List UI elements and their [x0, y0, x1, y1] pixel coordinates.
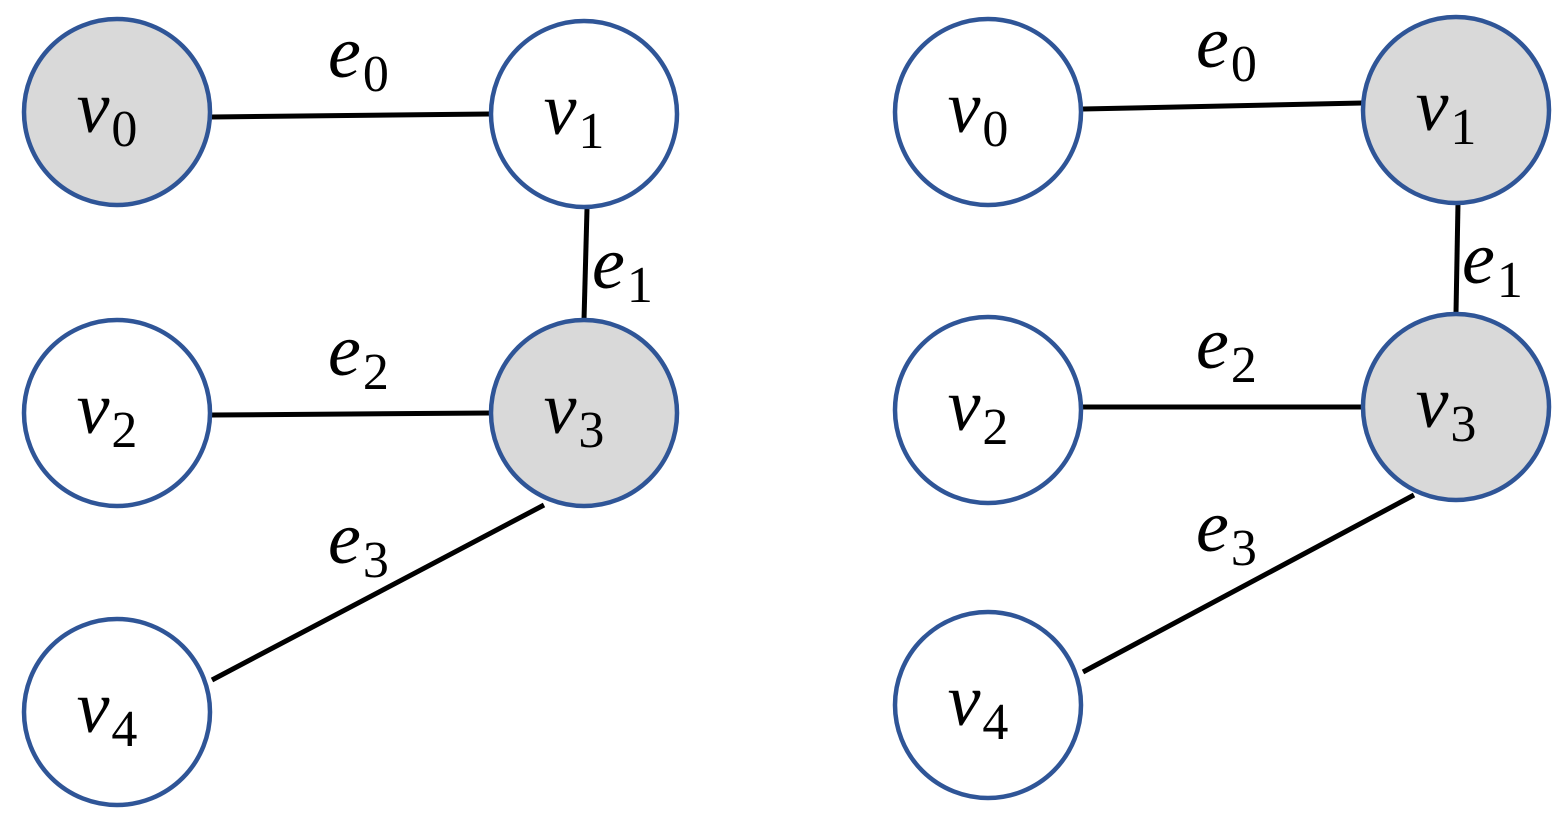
edge-label-e3-letter: e: [328, 498, 361, 580]
node-label-v3-subscript: 3: [1450, 396, 1476, 453]
node-label-v4: v4: [77, 667, 138, 758]
edge-line-e0: [1082, 100, 1363, 112]
edge-label-e3-subscript: 3: [363, 532, 389, 589]
node-label-v1: v1: [1416, 65, 1477, 156]
node-label-v2-subscript: 2: [111, 402, 137, 459]
node-v1: v1: [488, 18, 680, 210]
node-circle-v4: [21, 616, 213, 808]
edge-line-e3: [210, 502, 546, 683]
node-circle-v2: [892, 314, 1084, 506]
node-label-v3-letter: v: [544, 368, 577, 450]
edge-label-e1: e1: [592, 223, 653, 314]
edge-line-e1: [581, 208, 590, 321]
edge-e3: e3: [1081, 486, 1416, 675]
edge-line-e2: [211, 410, 491, 418]
node-label-v1-letter: v: [544, 69, 577, 151]
edge-label-e0: e0: [1196, 2, 1257, 93]
edge-e1: e1: [1453, 202, 1523, 314]
node-label-v2-letter: v: [77, 368, 110, 450]
edge-label-e1-letter: e: [592, 223, 625, 305]
edge-label-e1: e1: [1462, 218, 1523, 309]
edge-label-e2-subscript: 2: [1231, 337, 1257, 394]
edge-label-e0-subscript: 0: [1231, 36, 1257, 93]
node-label-v3: v3: [1416, 362, 1477, 453]
node-label-v4-letter: v: [948, 660, 981, 742]
edge-label-e3-subscript: 3: [1231, 520, 1257, 577]
node-label-v0: v0: [77, 67, 138, 158]
edge-label-e0-subscript: 0: [363, 46, 389, 103]
node-v1: v1: [1360, 14, 1552, 206]
node-label-v4-subscript: 4: [111, 701, 137, 758]
node-label-v2-subscript: 2: [982, 399, 1008, 456]
node-label-v4: v4: [948, 660, 1009, 751]
edge-e2: e2: [211, 310, 491, 418]
node-v0: v0: [892, 16, 1084, 208]
edge-label-e0-letter: e: [1196, 2, 1229, 84]
node-label-v0-letter: v: [77, 67, 110, 149]
node-label-v3: v3: [544, 368, 605, 459]
node-label-v1-subscript: 1: [1450, 99, 1476, 156]
edge-label-e3: e3: [328, 498, 389, 589]
edge-label-e0: e0: [328, 12, 389, 103]
node-label-v1-letter: v: [1416, 65, 1449, 147]
node-v3: v3: [488, 317, 680, 509]
node-circle-v0: [892, 16, 1084, 208]
node-label-v4-subscript: 4: [982, 694, 1008, 751]
node-circle-v0: [21, 16, 213, 208]
node-label-v4-letter: v: [77, 667, 110, 749]
node-v2: v2: [892, 314, 1084, 506]
edge-label-e2-letter: e: [328, 310, 361, 392]
edge-label-e2-subscript: 2: [363, 344, 389, 401]
edge-e0: e0: [211, 12, 491, 120]
edge-label-e3: e3: [1196, 486, 1257, 577]
edge-label-e1-letter: e: [1462, 218, 1495, 300]
edge-line-e1: [1453, 202, 1461, 314]
node-circle-v1: [488, 18, 680, 210]
edge-e1: e1: [581, 208, 653, 321]
edge-line-e0: [211, 111, 491, 120]
node-circle-v3: [488, 317, 680, 509]
node-v0: v0: [21, 16, 213, 208]
node-label-v3-subscript: 3: [578, 402, 604, 459]
node-v3: v3: [1360, 311, 1552, 503]
node-circle-v2: [21, 317, 213, 509]
edge-label-e1-subscript: 1: [627, 257, 653, 314]
edge-line-e3: [1081, 492, 1416, 675]
node-label-v1-subscript: 1: [578, 103, 604, 160]
edge-label-e2: e2: [328, 310, 389, 401]
node-label-v0-letter: v: [948, 67, 981, 149]
edge-e3: e3: [210, 498, 546, 683]
node-label-v0-subscript: 0: [111, 101, 137, 158]
edge-label-e0-letter: e: [328, 12, 361, 94]
node-label-v2: v2: [77, 368, 138, 459]
node-label-v3-letter: v: [1416, 362, 1449, 444]
node-circle-v3: [1360, 311, 1552, 503]
node-label-v2-letter: v: [948, 365, 981, 447]
edge-label-e2-letter: e: [1196, 303, 1229, 385]
node-v4: v4: [21, 616, 213, 808]
edge-e2: e2: [1083, 303, 1362, 410]
node-circle-v4: [892, 609, 1084, 801]
node-label-v1: v1: [544, 69, 605, 160]
node-label-v2: v2: [948, 365, 1009, 456]
node-label-v0: v0: [948, 67, 1009, 158]
edge-e0: e0: [1082, 2, 1363, 112]
node-v2: v2: [21, 317, 213, 509]
node-label-v0-subscript: 0: [982, 101, 1008, 158]
edge-label-e3-letter: e: [1196, 486, 1229, 568]
edge-label-e1-subscript: 1: [1497, 252, 1523, 309]
node-v4: v4: [892, 609, 1084, 801]
edge-label-e2: e2: [1196, 303, 1257, 394]
node-circle-v1: [1360, 14, 1552, 206]
